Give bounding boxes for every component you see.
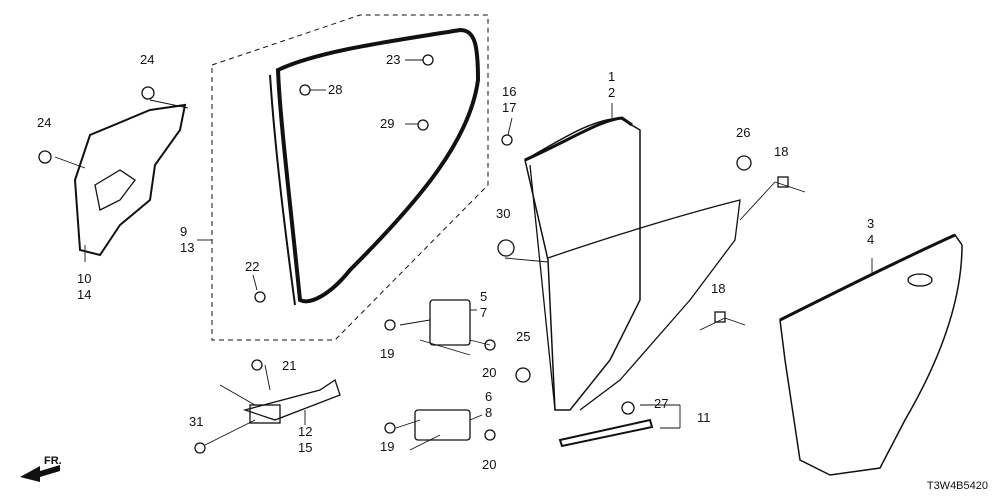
lower-hinge (414, 409, 471, 441)
label-22: 22 (245, 259, 260, 274)
diagram-code: T3W4B5420 (926, 480, 988, 492)
panel-seal (73, 103, 187, 257)
label-5: 5 (480, 289, 488, 304)
label-30: 30 (496, 206, 511, 221)
label-19: 19 (380, 346, 395, 361)
label-17: 17 (502, 100, 517, 115)
label-6: 6 (485, 389, 493, 404)
window-frame (524, 116, 633, 162)
label-20: 20 (482, 365, 497, 380)
label-10: 10 (77, 271, 92, 286)
label-26: 26 (736, 125, 751, 140)
upper-hinge (429, 299, 471, 346)
label-1: 1 (608, 69, 616, 84)
label-3: 3 (867, 216, 875, 231)
label-25: 25 (516, 329, 531, 344)
label-9: 9 (180, 224, 188, 239)
label-31: 31 (189, 414, 204, 429)
label-15: 15 (298, 440, 313, 455)
label-23: 23 (386, 52, 401, 67)
label-24: 24 (37, 115, 52, 130)
label-18: 18 (774, 144, 789, 159)
label-8: 8 (485, 405, 493, 420)
label-7: 7 (480, 305, 488, 320)
label-12: 12 (298, 424, 313, 439)
door-checker (242, 378, 341, 421)
label-18: 18 (711, 281, 726, 296)
label-11: 11 (697, 410, 711, 425)
label-27: 27 (654, 396, 669, 411)
clip-24b (38, 150, 52, 164)
weatherstrip-group-box (211, 14, 489, 341)
label-20: 20 (482, 457, 497, 472)
door-skin (779, 234, 963, 476)
label-24: 24 (140, 52, 155, 67)
front-arrow-icon (20, 465, 60, 482)
molding (558, 418, 654, 448)
label-29: 29 (380, 116, 395, 131)
label-28: 28 (328, 82, 343, 97)
clip-24a (141, 86, 155, 100)
label-2: 2 (608, 85, 616, 100)
label-21: 21 (282, 358, 297, 373)
label-16: 16 (502, 84, 517, 99)
weatherstrip (275, 27, 481, 304)
label-19: 19 (380, 439, 395, 454)
label-14: 14 (77, 287, 92, 302)
door-frame (524, 117, 641, 411)
label-4: 4 (867, 232, 875, 247)
label-13: 13 (180, 240, 195, 255)
front-marker: FR. (44, 455, 62, 467)
